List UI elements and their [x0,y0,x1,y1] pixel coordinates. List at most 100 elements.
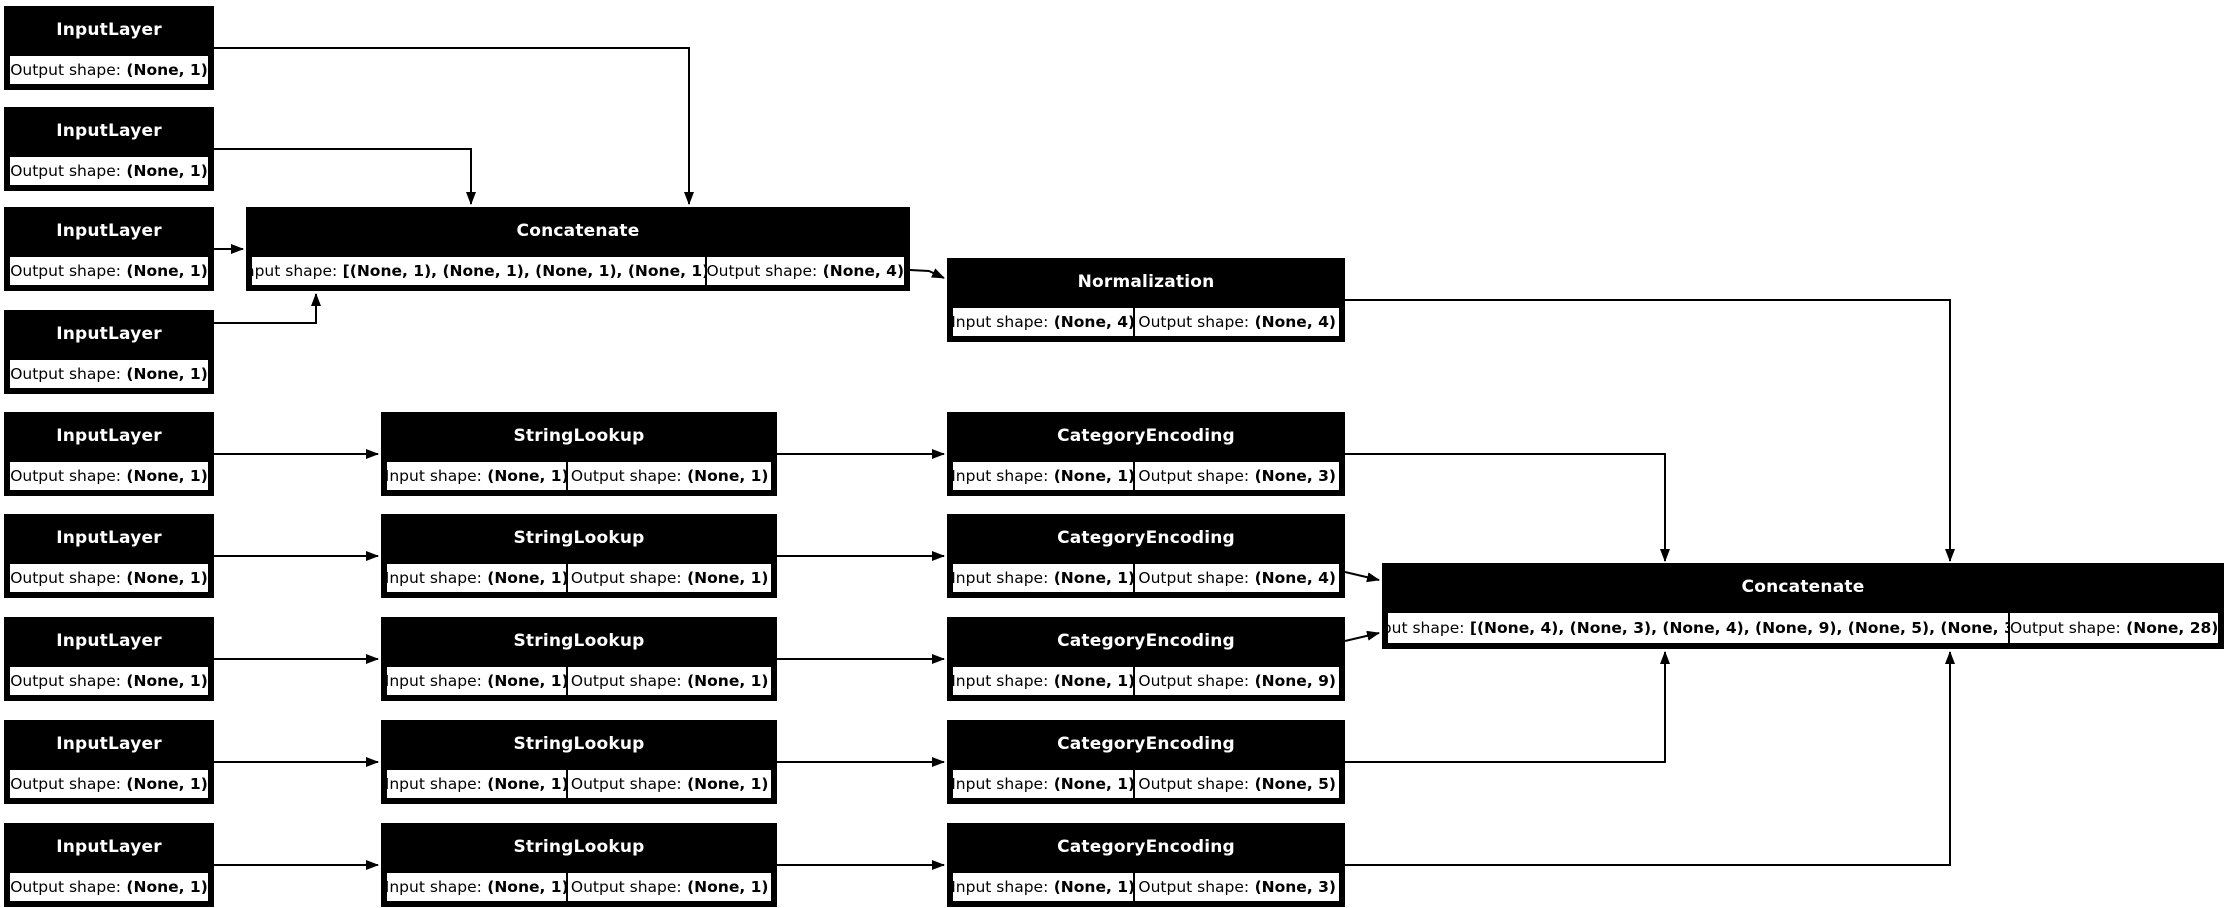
shape-label: Input shape: [952,467,1049,485]
edge-concat1-to-normalization [909,268,945,279]
layer-node-inputlayer-5: InputLayer Output shape:(None, 1) [4,412,214,496]
layer-title: Normalization [949,260,1343,304]
shape-value: (None, 1) [687,775,769,793]
output-shape-cell: Output shape: (None, 1) [567,461,772,491]
output-shape-cell: Output shape:(None, 1) [9,872,209,902]
edge-input1-to-concat1 [214,47,694,205]
layer-body: Input shape:(None, 1) Output shape:(None… [949,458,1343,494]
shape-label: Input shape: [386,569,482,587]
output-shape-cell: Output shape: (None, 1) [567,666,772,696]
shape-value: (None, 3) [1254,467,1336,485]
shape-label: Output shape: [10,467,121,485]
layer-title: InputLayer [6,414,212,458]
shape-label: Output shape: [10,162,121,180]
layer-title: InputLayer [6,722,212,766]
shape-label: Input shape: [952,569,1049,587]
shape-label: Output shape: [10,262,121,280]
shape-label: Output shape: [1138,313,1250,331]
input-shape-cell: Input shape: (None, 1) [386,461,568,491]
layer-body: Output shape: (None, 1) [6,560,212,596]
layer-title: StringLookup [383,722,775,766]
shape-label: Output shape: [1138,672,1250,690]
input-shape-cell: Input shape:(None, 1) [952,461,1135,491]
shape-label: Output shape: [570,672,682,690]
layer-body: Input shape:(None, 1) Output shape:(None… [383,869,775,905]
shape-label: Output shape: [1138,775,1250,793]
layer-title: InputLayer [6,209,212,253]
shape-value: (None, 1) [1053,672,1135,690]
layer-node-inputlayer-4: InputLayer Output shape:(None, 1) [4,310,214,394]
layer-title: InputLayer [6,825,212,869]
layer-body: Input shape:(None, 4) Output shape:(None… [949,304,1343,340]
layer-body: Input shape:[(None, 1), (None, 1), (None… [248,253,908,289]
shape-label: Input shape: [952,313,1049,331]
output-shape-cell: Output shape:(None, 1) [9,666,209,696]
output-shape-cell: Output shape:(None, 3) [1134,461,1340,491]
layer-title: Concatenate [1384,565,2222,609]
output-shape-cell: Output shape:(None, 1) [9,55,209,85]
shape-value: (None, 1) [487,467,568,485]
shape-value: (None, 28) [2126,619,2219,637]
layer-body: Input shape:(None, 1) Output shape:(None… [949,766,1343,802]
input-shape-cell: Input shape:(None, 1) [386,872,568,902]
input-shape-cell: Input shape:(None, 1) [386,666,568,696]
edge-input2-to-concat1 [214,148,476,205]
shape-value: (None, 1) [126,569,208,587]
output-shape-cell: Output shape:(None, 1) [9,461,209,491]
output-shape-cell: Output shape:(None, 4) [1134,563,1340,593]
layer-body: Output shape:(None, 1) [6,253,212,289]
layer-title: StringLookup [383,619,775,663]
input-shape-cell: Input shape:(None, 1) [386,563,568,593]
layer-body: Output shape:(None, 1) [6,458,212,494]
edge-catenc1-to-concat2 [1345,453,1670,562]
shape-value: (None, 1) [687,878,769,896]
shape-value: (None, 1) [687,672,769,690]
shape-label: Output shape: [10,672,121,690]
layer-node-categoryencoding-5: CategoryEncoding Input shape:(None, 1) O… [947,823,1345,907]
shape-label: Output shape: [10,878,121,896]
output-shape-cell: Output shape: (None, 1) [567,769,772,799]
output-shape-cell: Output shape: (None, 28) [2009,612,2219,644]
input-shape-cell: Input shape:(None, 1) [952,563,1135,593]
output-shape-cell: Output shape:(None, 1) [567,563,772,593]
layer-body: Output shape:(None, 1) [6,663,212,699]
layer-node-stringlookup-3: StringLookup Input shape:(None, 1) Outpu… [381,617,777,701]
shape-label: Output shape: [1138,467,1250,485]
layer-node-inputlayer-2: InputLayer Output shape:(None, 1) [4,107,214,191]
shape-value: (None, 4) [1053,313,1135,331]
shape-label: Input shape: [952,878,1049,896]
layer-title: CategoryEncoding [949,825,1343,869]
output-shape-cell: Output shape: (None, 1) [9,563,209,593]
layer-node-concatenate-1: Concatenate Input shape:[(None, 1), (Non… [246,207,910,291]
layer-title: StringLookup [383,825,775,869]
shape-label: Output shape: [706,262,818,280]
edge-catenc5-to-concat2 [1345,651,1955,866]
shape-value: (None, 1) [1053,775,1135,793]
shape-label: Input shape: [386,467,482,485]
shape-label: Output shape: [1138,569,1250,587]
layer-body: Input shape:(None, 1) Output shape:(None… [383,560,775,596]
shape-value: (None, 4) [1254,313,1336,331]
layer-node-categoryencoding-2: CategoryEncoding Input shape:(None, 1) O… [947,514,1345,598]
output-shape-cell: Output shape:(None, 1) [9,359,209,389]
shape-label: Output shape: [570,467,682,485]
layer-title: CategoryEncoding [949,516,1343,560]
layer-body: Input shape:(None, 1) Output shape:(None… [949,869,1343,905]
layer-title: InputLayer [6,619,212,663]
layer-title: CategoryEncoding [949,619,1343,663]
shape-value: (None, 1) [687,467,769,485]
shape-label: Output shape: [10,569,121,587]
shape-value: (None, 1) [487,775,568,793]
shape-label: Output shape: [2009,619,2121,637]
shape-label: Input shape: [386,878,482,896]
shape-value: (None, 1) [1053,569,1135,587]
shape-label: Input shape: [952,775,1049,793]
layer-body: Input shape:(None, 1) Output shape:(None… [383,766,775,802]
layer-node-inputlayer-3: InputLayer Output shape:(None, 1) [4,207,214,291]
layer-title: Concatenate [248,209,908,253]
shape-label: Output shape: [570,775,682,793]
layer-node-inputlayer-8: InputLayer Output shape:(None, 1) [4,720,214,804]
shape-value: (None, 4) [822,262,905,280]
input-shape-cell: Input shape:[(None, 4), (None, 3), (None… [1387,612,2010,644]
edge-catenc2-to-concat2 [1344,571,1380,583]
